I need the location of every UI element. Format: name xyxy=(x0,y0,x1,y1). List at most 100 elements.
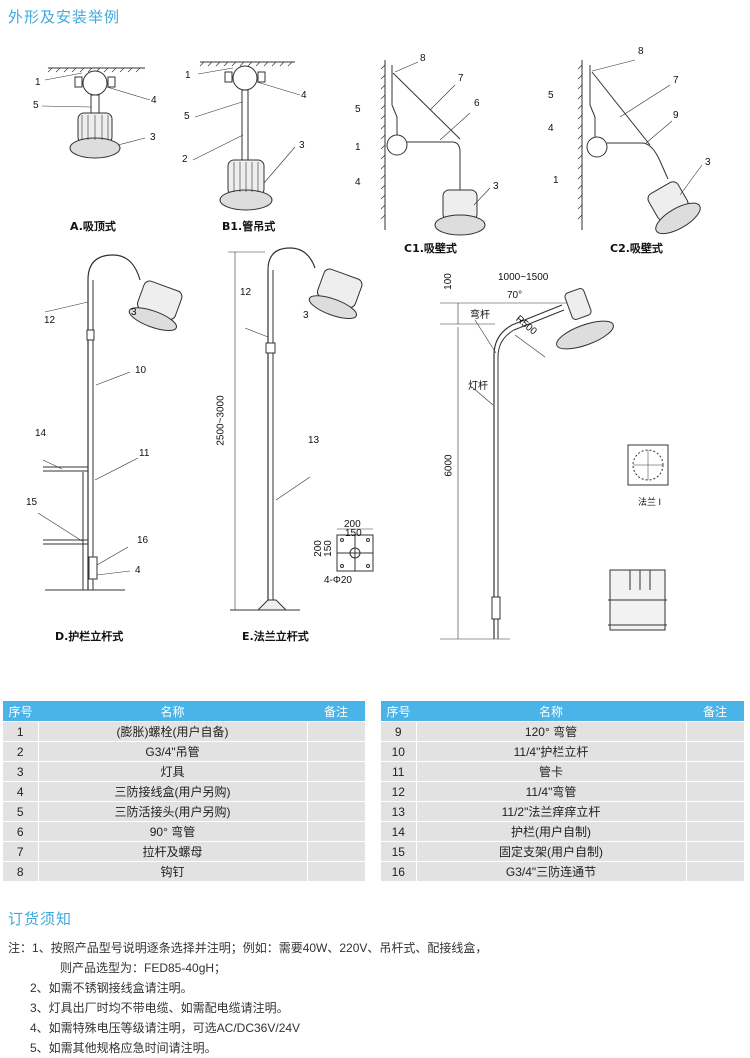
cell-no: 1 xyxy=(3,721,39,742)
callout-b1-4: 4 xyxy=(301,90,307,101)
diagram-c1-drawing xyxy=(380,60,491,236)
cell-remark xyxy=(307,841,365,862)
cell-no: 14 xyxy=(381,821,417,842)
caption-b1: B1.管吊式 xyxy=(222,220,276,233)
cell-name: 三防接线盒(用户另购) xyxy=(38,781,308,802)
cell-name: 11/2"法兰痒痒立杆 xyxy=(416,801,687,822)
dimension-e-height: 2500~3000 xyxy=(215,395,227,446)
callout-b1-1: 1 xyxy=(185,70,191,81)
cell-no: 6 xyxy=(3,821,39,842)
cell-name: 钩钉 xyxy=(38,861,308,881)
cell-name: 三防活接头(用户另购) xyxy=(38,801,308,822)
callout-c2-8: 8 xyxy=(638,46,644,57)
callout-c1-1: 1 xyxy=(355,142,361,153)
cell-no: 8 xyxy=(3,861,39,881)
cell-remark xyxy=(307,821,365,842)
callout-d-16: 16 xyxy=(137,535,149,546)
callout-d-10: 10 xyxy=(135,365,147,376)
cell-no: 3 xyxy=(3,761,39,782)
cell-no: 15 xyxy=(381,841,417,862)
cell-no: 5 xyxy=(3,801,39,822)
callout-b1-5: 5 xyxy=(184,111,190,122)
ordering-notes: 注：1、按照产品型号说明逐条选择并注明；例如：需要40W、220V、吊杆式、配接… xyxy=(8,938,487,1058)
cell-no: 12 xyxy=(381,781,417,802)
cell-remark xyxy=(307,761,365,782)
callout-c1-8: 8 xyxy=(420,53,426,64)
cell-remark xyxy=(686,841,744,862)
flange-holes-dim: 4-Φ20 xyxy=(324,575,352,586)
cell-remark xyxy=(307,741,365,762)
cell-name: 拉杆及螺母 xyxy=(38,841,308,862)
cell-name: 管卡 xyxy=(416,761,687,782)
callout-a-5: 5 xyxy=(33,100,39,111)
callout-d-11: 11 xyxy=(139,448,150,459)
callout-a-1: 1 xyxy=(35,77,41,88)
cell-remark xyxy=(686,721,744,742)
caption-c2: C2.吸壁式 xyxy=(610,242,663,255)
cell-no: 9 xyxy=(381,721,417,742)
cell-remark xyxy=(307,781,365,802)
diagram-f-drawing xyxy=(440,288,669,640)
caption-a: A.吸顶式 xyxy=(70,220,116,233)
callout-e-3: 3 xyxy=(303,310,309,321)
diagram-e-drawing xyxy=(228,247,374,611)
cell-name: G3/4"三防连通节 xyxy=(416,861,687,881)
flange-side-inner-dim: 150 xyxy=(322,540,334,557)
dimension-f-top: 100 xyxy=(442,273,454,290)
note-1: 注：1、按照产品型号说明逐条选择并注明；例如：需要40W、220V、吊杆式、配接… xyxy=(8,938,487,958)
callout-e-12: 12 xyxy=(240,287,252,298)
caption-flange-i: 法兰 I xyxy=(638,497,662,507)
flange-outer-dim: 200 xyxy=(344,519,361,530)
cell-name: 固定支架(用户自制) xyxy=(416,841,687,862)
callout-e-13: 13 xyxy=(308,435,320,446)
cell-no: 13 xyxy=(381,801,417,822)
note-prefix: 注： xyxy=(8,941,33,955)
callout-c1-4: 4 xyxy=(355,177,361,188)
header-remark: 备注 xyxy=(686,701,744,722)
note-text: 1、按照产品型号说明逐条选择并注明；例如：需要40W、220V、吊杆式、配接线盒… xyxy=(32,941,488,955)
cell-no: 2 xyxy=(3,741,39,762)
callout-b1-2: 2 xyxy=(182,154,188,165)
callout-a-3: 3 xyxy=(150,132,156,143)
header-remark: 备注 xyxy=(307,701,365,722)
callout-d-3: 3 xyxy=(131,307,137,318)
header-no: 序号 xyxy=(3,701,38,722)
cell-no: 7 xyxy=(3,841,39,862)
callout-c2-5: 5 xyxy=(548,90,554,101)
cell-name: 灯具 xyxy=(38,761,308,782)
callout-d-12: 12 xyxy=(44,315,56,326)
cell-remark xyxy=(686,801,744,822)
note-1-continued: 则产品选型为：FED85-40gH； xyxy=(60,961,227,975)
callout-c1-7: 7 xyxy=(458,73,464,84)
diagram-c2-drawing xyxy=(577,59,703,235)
section-title-ordering: 订货须知 xyxy=(8,910,73,928)
header-no: 序号 xyxy=(381,701,416,722)
dimension-f-arm: 1000~1500 xyxy=(498,272,549,283)
diagram-d-drawing xyxy=(37,254,183,591)
cell-name: 120° 弯管 xyxy=(416,721,687,742)
cell-remark xyxy=(686,821,744,842)
callout-c2-9: 9 xyxy=(673,110,679,121)
note-5: 5、如需其他规格应急时间请注明。 xyxy=(30,1041,217,1055)
callout-c1-6: 6 xyxy=(474,98,480,109)
caption-d: D.护栏立杆式 xyxy=(55,630,124,643)
cell-no: 16 xyxy=(381,861,417,881)
cell-name: G3/4"吊管 xyxy=(38,741,308,762)
cell-name: 11/4"护栏立杆 xyxy=(416,741,687,762)
label-f-pole: 灯杆 xyxy=(468,381,488,392)
installation-diagrams: 1 5 4 3 A.吸顶式 1 5 2 4 3 B1.管吊式 8 7 6 5 1… xyxy=(0,35,750,685)
note-2: 2、如需不锈钢接线盒请注明。 xyxy=(30,981,193,995)
callout-b1-3: 3 xyxy=(299,140,305,151)
callout-c1-5: 5 xyxy=(355,104,361,115)
